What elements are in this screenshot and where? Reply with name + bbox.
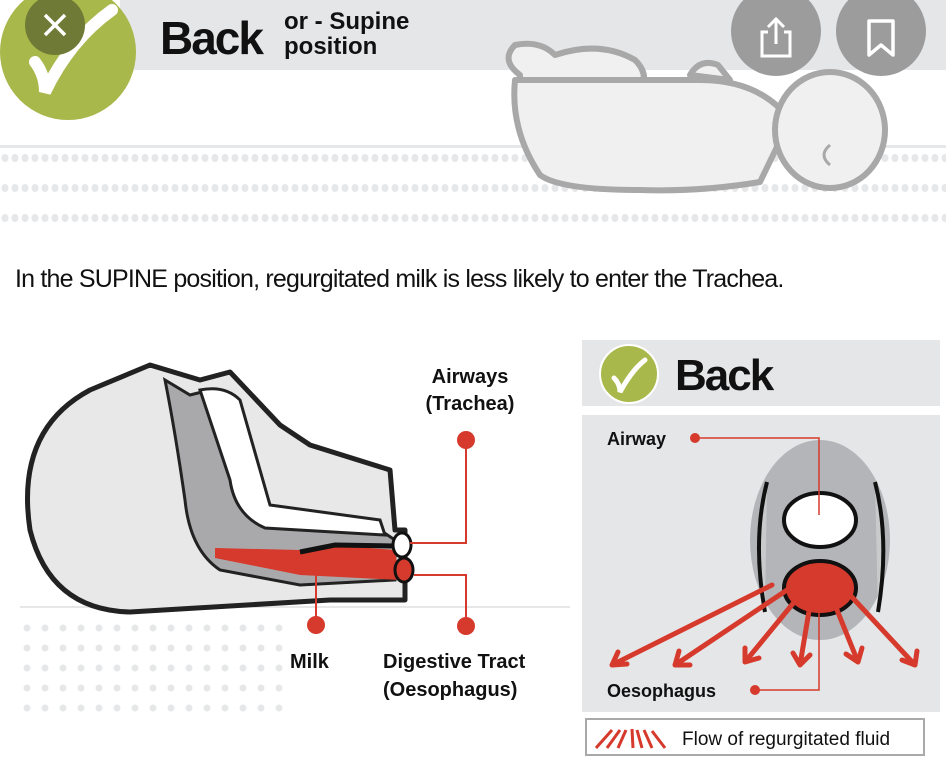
label-oesophagus: Oesophagus (607, 681, 716, 701)
close-icon (43, 13, 67, 37)
airways-marker (457, 431, 475, 449)
close-button[interactable] (25, 0, 85, 55)
label-airways: Airways (432, 366, 509, 388)
panel-title: Back (675, 351, 775, 400)
label-airway: Airway (607, 429, 666, 449)
bookmark-button[interactable] (836, 0, 926, 76)
check-badge-icon (599, 344, 659, 404)
header-title: Back (160, 12, 264, 64)
oesophagus-marker (750, 685, 760, 695)
caption: In the SUPINE position, regurgitated mil… (15, 265, 784, 293)
baby-illustration (505, 40, 888, 194)
header-subtitle: position (284, 33, 377, 60)
share-button[interactable] (731, 0, 821, 76)
divider (0, 145, 946, 148)
flow-arrows (609, 582, 920, 668)
label-milk: Milk (290, 651, 330, 673)
header-subtitle: or - Supine (284, 8, 409, 35)
label-digestive: Digestive Tract (383, 651, 526, 673)
divider (20, 606, 570, 608)
digestive-marker (457, 617, 475, 635)
head-side-diagram (25, 362, 415, 615)
label-airways: (Trachea) (426, 393, 515, 415)
airway-marker (690, 433, 700, 443)
legend-label: Flow of regurgitated fluid (682, 729, 890, 750)
legend (585, 718, 925, 756)
milk-marker (307, 616, 325, 634)
flow-legend-icon (594, 728, 667, 749)
dotted-pattern (20, 618, 290, 718)
bookmark-icon (867, 19, 895, 57)
share-icon (760, 16, 792, 58)
label-digestive: (Oesophagus) (383, 679, 517, 701)
cross-section-diagram (750, 440, 890, 640)
leader-lines (695, 437, 820, 691)
